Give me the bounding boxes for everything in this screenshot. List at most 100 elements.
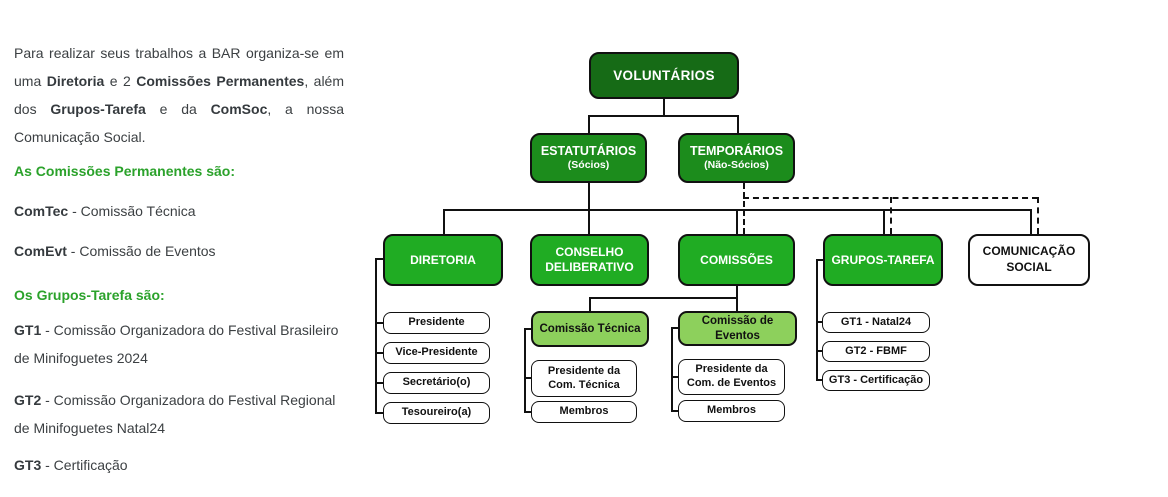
node-conselho-deliberativo: CONSELHO DELIBERATIVO: [530, 234, 649, 286]
connector-bracket: [671, 376, 680, 378]
node-label: Secretário(o): [402, 376, 471, 389]
node-label: GT3 - Certificação: [828, 373, 924, 386]
connector-line-dashed: [1037, 197, 1039, 234]
node-label: Comissão de Eventos: [701, 315, 774, 342]
node-label: COMISSÕES: [700, 252, 773, 267]
connector-bracket: [375, 352, 385, 354]
comevt-abbr: ComEvt: [14, 243, 67, 259]
node-diretoria: DIRETORIA: [383, 234, 503, 286]
intro-bold-comissoes: Comissões Permanentes: [136, 73, 305, 89]
gt3-desc: - Certificação: [41, 457, 128, 473]
connector-line-dashed: [890, 197, 892, 234]
connector-bracket: [375, 382, 385, 384]
comtec-abbr: ComTec: [14, 203, 69, 219]
intro-bold-comsoc: ComSoc: [210, 101, 268, 117]
gt3-abbr: GT3: [14, 457, 42, 473]
connector-bracket: [816, 350, 824, 352]
node-voluntarios: VOLUNTÁRIOS: [589, 52, 739, 99]
node-label: TEMPORÁRIOS: [689, 143, 784, 158]
node-sublabel: (Não-Sócios): [704, 159, 769, 172]
node-gt3: GT3 - Certificação: [822, 370, 930, 391]
node-label: Tesoureiro(a): [401, 406, 472, 419]
node-temporarios: TEMPORÁRIOS (Não-Sócios): [678, 133, 795, 183]
node-membros-tecnica: Membros: [531, 401, 637, 423]
gt2-desc: - Comissão Organizadora do Festival Regi…: [14, 392, 336, 436]
connector-line: [663, 99, 665, 116]
intro-text: , a nossa Comunicação Social.: [14, 101, 344, 145]
intro-text: e da: [145, 101, 211, 117]
connector-line: [588, 183, 590, 234]
node-estatutarios: ESTATUTÁRIOS (Sócios): [530, 133, 647, 183]
connector-line: [736, 209, 738, 234]
heading-comissoes-permanentes: As Comissões Permanentes são:: [14, 163, 235, 179]
connector-bracket: [524, 328, 533, 330]
node-label: CONSELHO DELIBERATIVO: [545, 245, 634, 274]
node-label: Presidente da Com. de Eventos: [686, 363, 777, 389]
node-label: GT2 - FBMF: [845, 344, 907, 357]
connector-bracket: [671, 327, 680, 329]
connector-line-dashed: [743, 183, 745, 234]
connector-bracket: [671, 327, 673, 412]
list-item-gt3: GT3 - Certificação: [14, 451, 344, 479]
connector-line: [588, 115, 739, 117]
intro-text: Para realizar seus trabalhos a BAR organ…: [14, 45, 344, 89]
connector-line: [883, 209, 885, 234]
intro-text: , além dos: [14, 73, 345, 117]
connector-line: [737, 115, 739, 134]
node-label: ESTATUTÁRIOS: [540, 143, 637, 158]
connector-bracket: [375, 412, 385, 414]
node-label: Membros: [707, 404, 756, 417]
gt1-abbr: GT1: [14, 322, 42, 338]
node-comissoes: COMISSÕES: [678, 234, 795, 286]
node-comunicacao-social: COMUNICAÇÃO SOCIAL: [968, 234, 1090, 286]
intro-bold-diretoria: Diretoria: [46, 73, 105, 89]
node-membros-eventos: Membros: [678, 400, 785, 422]
connector-line: [588, 115, 590, 134]
node-label: Presidente: [408, 316, 465, 329]
connector-bracket: [375, 258, 385, 260]
connector-bracket: [524, 377, 533, 379]
node-label: COMUNICAÇÃO SOCIAL: [982, 244, 1076, 274]
node-sublabel: (Sócios): [567, 159, 610, 172]
connector-line: [589, 297, 736, 299]
gt1-desc: - Comissão Organizadora do Festival Bras…: [14, 322, 339, 366]
heading-grupos-tarefa: Os Grupos-Tarefa são:: [14, 287, 165, 303]
node-gt1: GT1 - Natal24: [822, 312, 930, 333]
connector-bracket: [671, 410, 680, 412]
node-label: GRUPOS-TAREFA: [831, 252, 935, 267]
connector-line: [443, 209, 445, 234]
connector-bracket: [816, 259, 818, 381]
node-comissao-tecnica: Comissão Técnica: [531, 311, 649, 347]
node-vice-presidente: Vice-Presidente: [383, 342, 490, 364]
node-grupos-tarefa: GRUPOS-TAREFA: [823, 234, 943, 286]
node-label: DIRETORIA: [410, 252, 476, 267]
connector-bracket: [816, 379, 824, 381]
node-presidente-com-tecnica: Presidente da Com. Técnica: [531, 360, 637, 397]
intro-text: e 2: [104, 73, 137, 89]
list-item-gt2: GT2 - Comissão Organizadora do Festival …: [14, 386, 344, 442]
intro-paragraph: Para realizar seus trabalhos a BAR organ…: [14, 39, 344, 151]
connector-line: [1030, 209, 1032, 234]
list-item-comevt: ComEvt - Comissão de Eventos: [14, 237, 344, 265]
gt2-abbr: GT2: [14, 392, 42, 408]
node-label: Comissão Técnica: [539, 322, 641, 335]
node-presidente-com-eventos: Presidente da Com. de Eventos: [678, 359, 785, 395]
node-label: VOLUNTÁRIOS: [613, 68, 715, 83]
node-label: Membros: [559, 405, 609, 418]
node-gt2: GT2 - FBMF: [822, 341, 930, 362]
connector-line: [589, 297, 591, 311]
node-label: Vice-Presidente: [395, 346, 478, 359]
connector-bracket: [816, 321, 824, 323]
connector-bracket: [524, 328, 526, 413]
node-label: Presidente da Com. Técnica: [547, 364, 621, 391]
node-secretario: Secretário(o): [383, 372, 490, 394]
list-item-comtec: ComTec - Comissão Técnica: [14, 197, 344, 225]
node-tesoureiro: Tesoureiro(a): [383, 402, 490, 424]
connector-line: [736, 286, 738, 311]
node-presidente: Presidente: [383, 312, 490, 334]
node-comissao-de-eventos: Comissão de Eventos: [678, 311, 797, 346]
connector-bracket: [375, 322, 385, 324]
node-label: GT1 - Natal24: [840, 315, 912, 328]
connector-bracket: [524, 411, 533, 413]
